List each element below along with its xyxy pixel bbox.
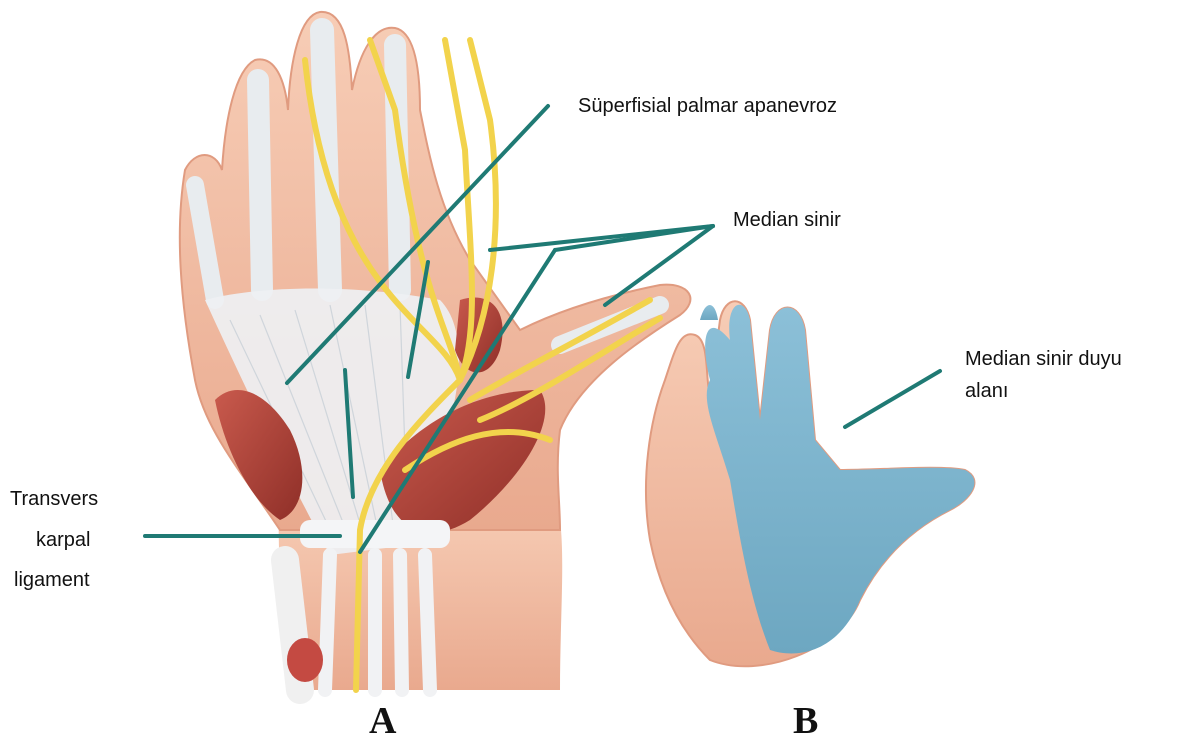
leader-median-2 — [555, 226, 713, 250]
label-superficial-aponeurosis: Süperfisial palmar apanevroz — [578, 95, 837, 117]
label-median-sensory-line1: Median sinir duyu — [965, 348, 1122, 370]
label-transverse-line3: ligament — [14, 569, 90, 591]
leader-sensory — [845, 371, 940, 427]
panel-label-b: B — [793, 700, 818, 740]
label-transverse-line1: Transvers — [10, 488, 98, 510]
label-transverse-line2: karpal — [36, 529, 90, 551]
median-sensory-hand — [646, 301, 974, 666]
panel-label-a: A — [369, 700, 397, 740]
label-median-nerve: Median sinir — [733, 209, 841, 231]
label-median-sensory-line2: alanı — [965, 380, 1008, 402]
